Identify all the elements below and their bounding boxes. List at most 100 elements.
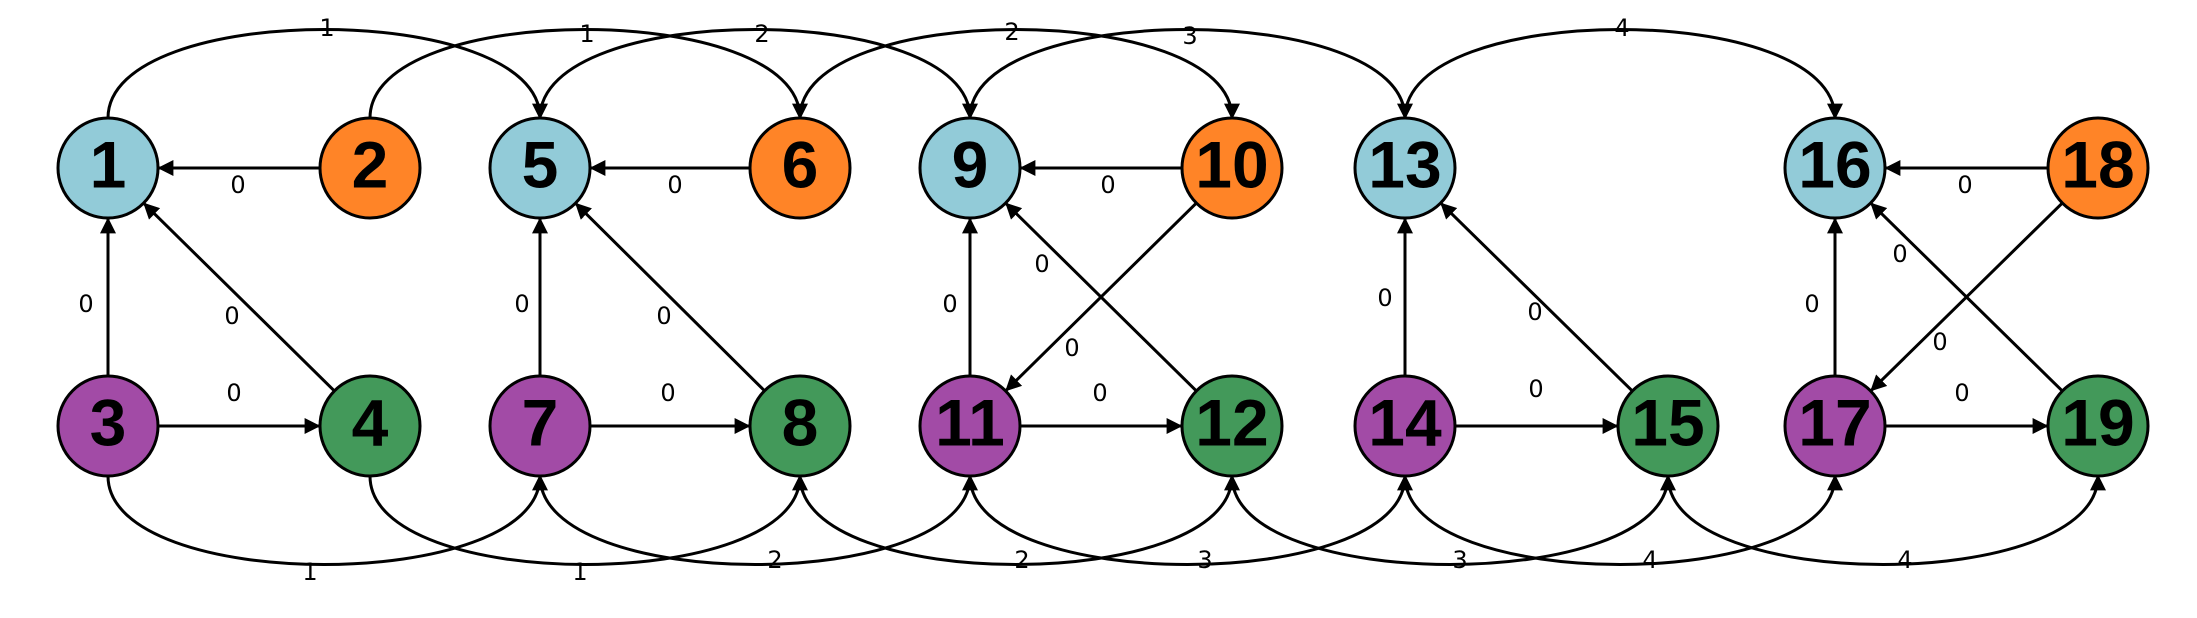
edge-18-17 xyxy=(1870,201,2064,392)
edge-label-2-6: 1 xyxy=(579,20,594,48)
node-9: 9 xyxy=(918,116,1022,220)
node-circle-4 xyxy=(318,374,422,478)
node-1: 1 xyxy=(56,116,160,220)
node-circle-16 xyxy=(1783,116,1887,220)
node-label-13: 13 xyxy=(1368,127,1441,201)
edge-8-12 xyxy=(798,474,1240,566)
node-circle-5 xyxy=(488,116,592,220)
edge-label-19-16: 0 xyxy=(1892,240,1907,268)
edge-label-7-8: 0 xyxy=(660,379,675,407)
node-18: 18 xyxy=(2046,116,2150,220)
node-circle-8 xyxy=(748,374,852,478)
node-circle-19 xyxy=(2046,374,2150,478)
edge-label-6-10: 2 xyxy=(1004,18,1019,46)
node-14: 14 xyxy=(1353,374,1457,478)
node-16: 16 xyxy=(1783,116,1887,220)
edge-label-11-12: 0 xyxy=(1092,379,1107,407)
node-4: 4 xyxy=(318,374,422,478)
edge-label-4-8: 1 xyxy=(572,558,587,586)
node-13: 13 xyxy=(1353,116,1457,220)
node-circle-13 xyxy=(1353,116,1457,220)
node-label-16: 16 xyxy=(1798,127,1871,201)
edge-2-6 xyxy=(368,28,808,120)
node-6: 6 xyxy=(748,116,852,220)
edge-14-17 xyxy=(1403,474,1843,566)
node-7: 7 xyxy=(488,374,592,478)
edge-5-9 xyxy=(538,28,978,120)
node-circle-17 xyxy=(1783,374,1887,478)
node-11: 11 xyxy=(918,374,1022,478)
node-label-14: 14 xyxy=(1368,385,1442,459)
node-19: 19 xyxy=(2046,374,2150,478)
node-label-19: 19 xyxy=(2061,385,2134,459)
edge-label-5-9: 2 xyxy=(754,20,769,48)
node-label-3: 3 xyxy=(90,385,127,459)
edge-label-1-5: 1 xyxy=(319,14,334,42)
node-circle-2 xyxy=(318,116,422,220)
edge-label-10-9: 0 xyxy=(1100,171,1115,199)
node-8: 8 xyxy=(748,374,852,478)
node-circle-11 xyxy=(918,374,1022,478)
edge-label-3-1: 0 xyxy=(78,290,93,318)
edge-label-17-19: 0 xyxy=(1954,379,1969,407)
node-5: 5 xyxy=(488,116,592,220)
edge-15-13 xyxy=(1440,202,1634,393)
edge-label-2-1: 0 xyxy=(230,171,245,199)
node-label-5: 5 xyxy=(522,127,559,201)
node-10: 10 xyxy=(1180,116,1284,220)
edge-label-9-13: 3 xyxy=(1182,22,1197,50)
node-label-7: 7 xyxy=(522,385,559,459)
edge-label-14-17: 4 xyxy=(1642,546,1657,574)
node-circle-10 xyxy=(1180,116,1284,220)
node-label-4: 4 xyxy=(352,385,389,459)
node-label-10: 10 xyxy=(1195,127,1268,201)
node-label-8: 8 xyxy=(782,385,819,459)
edge-label-17-16: 0 xyxy=(1804,290,1819,318)
edge-11-14 xyxy=(968,474,1413,566)
edge-label-8-5: 0 xyxy=(656,302,671,330)
node-label-9: 9 xyxy=(952,127,989,201)
edge-8-5 xyxy=(575,202,766,392)
edge-label-18-16: 0 xyxy=(1957,171,1972,199)
node-circle-18 xyxy=(2046,116,2150,220)
node-label-6: 6 xyxy=(782,127,819,201)
node-2: 2 xyxy=(318,116,422,220)
edge-12-15 xyxy=(1230,474,1676,566)
edge-label-7-11: 2 xyxy=(767,546,782,574)
edge-4-1 xyxy=(143,202,336,392)
node-label-18: 18 xyxy=(2061,127,2134,201)
edge-label-13-16: 4 xyxy=(1614,14,1629,42)
edge-label-14-13: 0 xyxy=(1377,284,1392,312)
edge-label-3-7: 1 xyxy=(302,558,317,586)
node-label-11: 11 xyxy=(935,385,1005,459)
edge-label-15-13: 0 xyxy=(1527,298,1542,326)
edge-10-11 xyxy=(1005,202,1198,392)
edge-label-8-12: 2 xyxy=(1014,546,1029,574)
node-3: 3 xyxy=(56,374,160,478)
node-12: 12 xyxy=(1180,374,1284,478)
node-label-17: 17 xyxy=(1798,385,1871,459)
node-circle-14 xyxy=(1353,374,1457,478)
edge-1-5 xyxy=(106,28,548,120)
edge-label-11-9: 0 xyxy=(942,290,957,318)
edge-6-10 xyxy=(798,28,1240,120)
edge-13-16 xyxy=(1403,28,1843,120)
edge-label-4-1: 0 xyxy=(224,302,239,330)
edge-4-8 xyxy=(368,474,808,566)
node-label-15: 15 xyxy=(1631,385,1704,459)
node-15: 15 xyxy=(1616,374,1720,478)
node-circle-3 xyxy=(56,374,160,478)
node-circle-12 xyxy=(1180,374,1284,478)
node-circle-7 xyxy=(488,374,592,478)
edge-label-10-11: 0 xyxy=(1064,334,1079,362)
edge-label-15-19: 4 xyxy=(1897,546,1912,574)
node-circle-15 xyxy=(1616,374,1720,478)
edge-label-18-17: 0 xyxy=(1932,328,1947,356)
node-circle-6 xyxy=(748,116,852,220)
node-circle-1 xyxy=(56,116,160,220)
edge-label-12-15: 3 xyxy=(1452,546,1467,574)
edge-15-19 xyxy=(1666,474,2106,566)
